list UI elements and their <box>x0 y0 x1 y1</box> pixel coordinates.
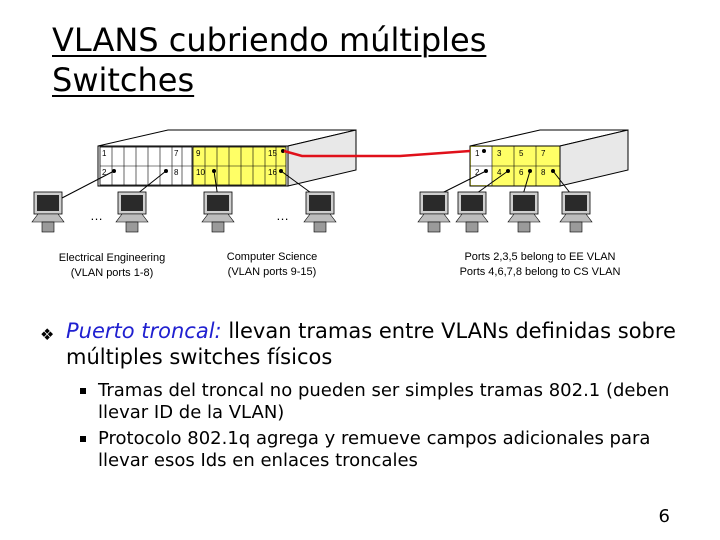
switch-right: 1 3 5 7 2 4 6 8 <box>469 129 629 187</box>
ellipsis: … <box>276 208 289 223</box>
sub-bullet: Protocolo 802.1q agrega y remueve campos… <box>40 428 700 472</box>
right-port-label: 5 <box>519 149 524 158</box>
pc-icon <box>507 191 541 233</box>
left-port-label: 15 <box>268 149 277 158</box>
sub-bullet-text: Protocolo 802.1q agrega y remueve campos… <box>98 428 651 471</box>
left-port-label: 8 <box>174 168 179 177</box>
pc-icon <box>417 191 451 233</box>
bullet-main-text: llevan tramas entre VLANs definidas sobr… <box>66 319 676 369</box>
port-caption-line2: Ports 4,6,7,8 belong to CS VLAN <box>459 266 621 278</box>
ee-caption: Electrical Engineering (VLAN ports 1-8) <box>40 251 184 281</box>
right-port-label: 4 <box>497 168 502 177</box>
cs-caption-line1: Computer Science <box>226 251 318 263</box>
square-bullet-icon <box>80 436 86 442</box>
square-bullet-icon <box>80 388 86 394</box>
ellipsis: … <box>90 208 103 223</box>
right-port-label: 8 <box>541 168 546 177</box>
port-assignment-caption: Ports 2,3,5 belong to EE VLAN Ports 4,6,… <box>440 250 640 280</box>
page-number: 6 <box>658 506 670 527</box>
title-line-2: Switches <box>52 61 195 99</box>
right-port-label: 3 <box>497 149 502 158</box>
switch-left: 1 7 9 15 2 8 10 16 <box>97 129 357 187</box>
right-port-label: 2 <box>475 168 480 177</box>
left-port-label: 1 <box>102 149 107 158</box>
pc-icon <box>303 191 337 233</box>
slide-title: VLANS cubriendo múltiples Switches <box>52 20 486 100</box>
left-port-label: 2 <box>102 168 107 177</box>
bullet-main: ❖ Puerto troncal: llevan tramas entre VL… <box>40 318 700 370</box>
ee-caption-line2: (VLAN ports 1-8) <box>70 267 154 279</box>
left-port-label: 9 <box>196 149 201 158</box>
cs-caption-line2: (VLAN ports 9-15) <box>227 266 317 278</box>
sub-bullet-text: Tramas del troncal no pueden ser simples… <box>98 380 670 423</box>
ee-caption-line1: Electrical Engineering <box>58 252 166 264</box>
pc-icon <box>115 191 149 233</box>
sub-bullet: Tramas del troncal no pueden ser simples… <box>40 380 700 424</box>
right-port-label: 1 <box>475 149 480 158</box>
pc-icon <box>201 191 235 233</box>
pc-icon <box>559 191 593 233</box>
trunk-link <box>283 149 471 158</box>
title-line-1: VLANS cubriendo múltiples <box>52 21 487 59</box>
right-port-label: 7 <box>541 149 546 158</box>
left-port-label: 16 <box>268 168 277 177</box>
pc-icon <box>455 191 489 233</box>
left-port-label: 7 <box>174 149 179 158</box>
vlan-diagram: 1 7 9 15 2 8 10 16 1 3 <box>31 129 629 233</box>
right-port-label: 6 <box>519 168 524 177</box>
bullet-list: ❖ Puerto troncal: llevan tramas entre VL… <box>40 318 700 472</box>
port-caption-line1: Ports 2,3,5 belong to EE VLAN <box>464 251 616 263</box>
pc-icon <box>31 191 65 233</box>
left-port-label: 10 <box>196 168 205 177</box>
diamond-bullet-icon: ❖ <box>40 325 55 344</box>
cs-caption: Computer Science (VLAN ports 9-15) <box>212 250 332 280</box>
trunk-port-term: Puerto troncal: <box>66 319 222 343</box>
